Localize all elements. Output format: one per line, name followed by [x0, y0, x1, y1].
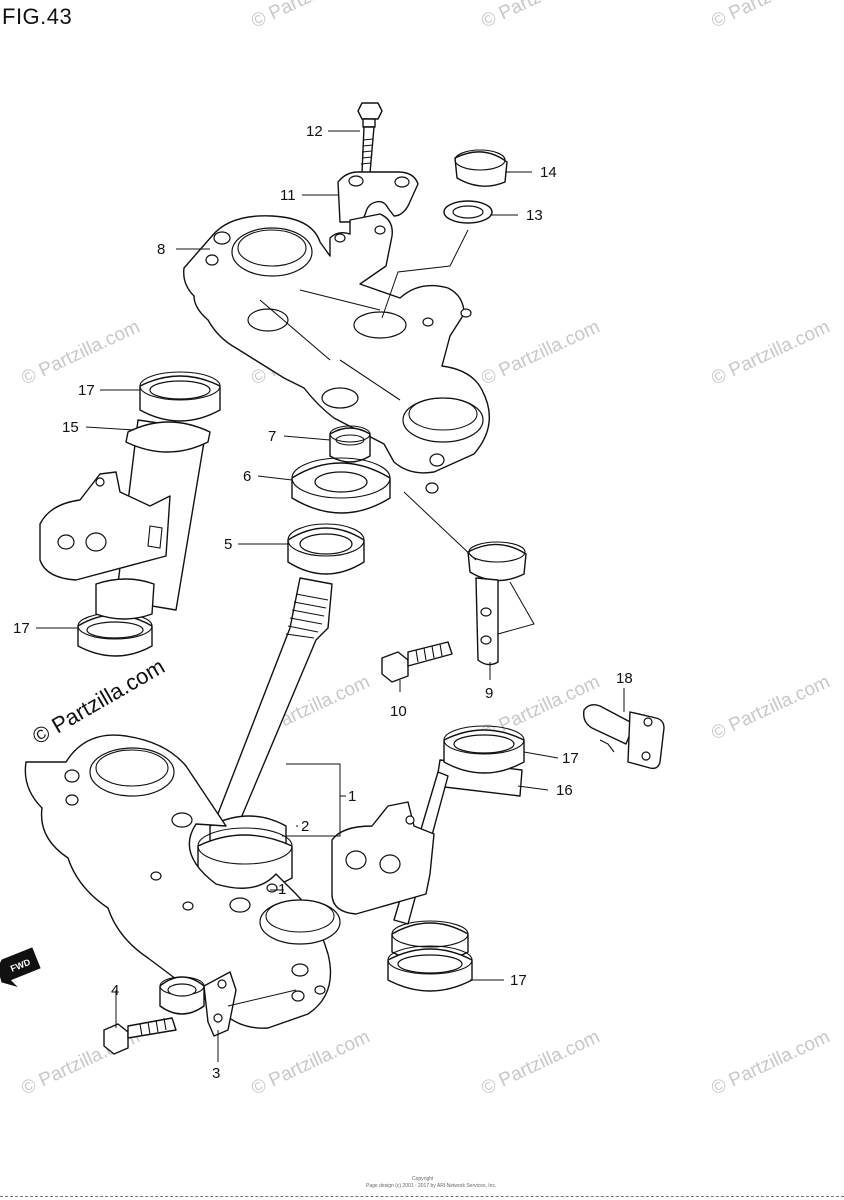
watermark: © Partzilla.com	[248, 1026, 373, 1099]
part-12-bolt	[357, 102, 383, 174]
callout-6: 6	[243, 468, 251, 485]
callout-8: 8	[157, 241, 165, 258]
callout-17-upper-right: 17	[562, 750, 579, 767]
callout-2: 2	[301, 818, 309, 835]
callout-1-secondary: 1	[278, 881, 286, 898]
watermark: © Partzilla.com	[708, 671, 833, 744]
callout-7: 7	[268, 428, 276, 445]
part-1-lower-bracket	[24, 734, 341, 1029]
callout-14: 14	[540, 164, 557, 181]
part-4-bolt	[103, 1017, 177, 1055]
part-9-stay	[467, 541, 527, 666]
part-18-switch	[582, 703, 665, 770]
callout-17-upper-left: 17	[78, 382, 95, 399]
watermark: © Partzilla.com	[478, 1026, 603, 1099]
callout-12: 12	[306, 123, 323, 140]
part-10-bolt	[381, 641, 453, 683]
watermark: © Partzilla.com	[18, 316, 143, 389]
watermark: © Partzilla.com	[708, 316, 833, 389]
part-15-fork-guide	[39, 419, 211, 611]
callout-10: 10	[390, 703, 407, 720]
part-5-bearing	[287, 523, 365, 575]
part-8-upper-bracket	[183, 213, 491, 494]
callout-15: 15	[62, 419, 79, 436]
fwd-arrow: FWD	[0, 947, 41, 988]
callout-labels: 1 1 2 3 4 5 6 7 8 9 10 11 12 13 14 15 16…	[13, 123, 633, 1082]
part-3-clamp	[159, 971, 237, 1037]
callout-16: 16	[556, 782, 573, 799]
callout-3: 3	[212, 1065, 220, 1082]
watermark-prominent: © Partzilla.com	[28, 654, 169, 750]
callout-13: 13	[526, 207, 543, 224]
callout-5: 5	[224, 536, 232, 553]
footer-copyright: Copyright	[412, 1176, 434, 1182]
part-17-seal-upper-right	[443, 725, 525, 774]
callout-17-lower-right: 17	[510, 972, 527, 989]
callout-1: 1	[348, 788, 356, 805]
callout-17-lower-left: 17	[13, 620, 30, 637]
part-7-nut	[329, 425, 371, 463]
leader-lines	[36, 130, 625, 1062]
page-bottom-divider	[0, 1196, 844, 1197]
part-16-fork-guide	[331, 759, 523, 925]
part-13-washer	[443, 200, 493, 224]
figure-title: FIG.43	[2, 4, 73, 29]
callout-18: 18	[616, 670, 633, 687]
footer-credit: Page design (c) 2001 - 2017 by ARI Netwo…	[366, 1183, 496, 1189]
watermark: © Partzilla.com	[708, 1026, 833, 1099]
part-14-cap	[454, 149, 508, 187]
watermark: © Partzilla.com	[478, 316, 603, 389]
watermark: © Partzilla.com	[478, 0, 603, 33]
part-17-seal-lower-right	[387, 920, 473, 992]
part-1-steering-stem	[197, 577, 333, 892]
part-17-seal-lower-left	[77, 578, 155, 657]
watermark: © Partzilla.com	[248, 0, 373, 33]
part-6-washer	[291, 457, 391, 514]
part-11-handlebar-clamp	[337, 171, 419, 223]
watermark: © Partzilla.com	[708, 0, 833, 33]
callout-9: 9	[485, 685, 493, 702]
callout-11: 11	[280, 187, 296, 204]
part-17-seal-upper-left	[139, 371, 221, 422]
callout-4: 4	[111, 982, 119, 999]
